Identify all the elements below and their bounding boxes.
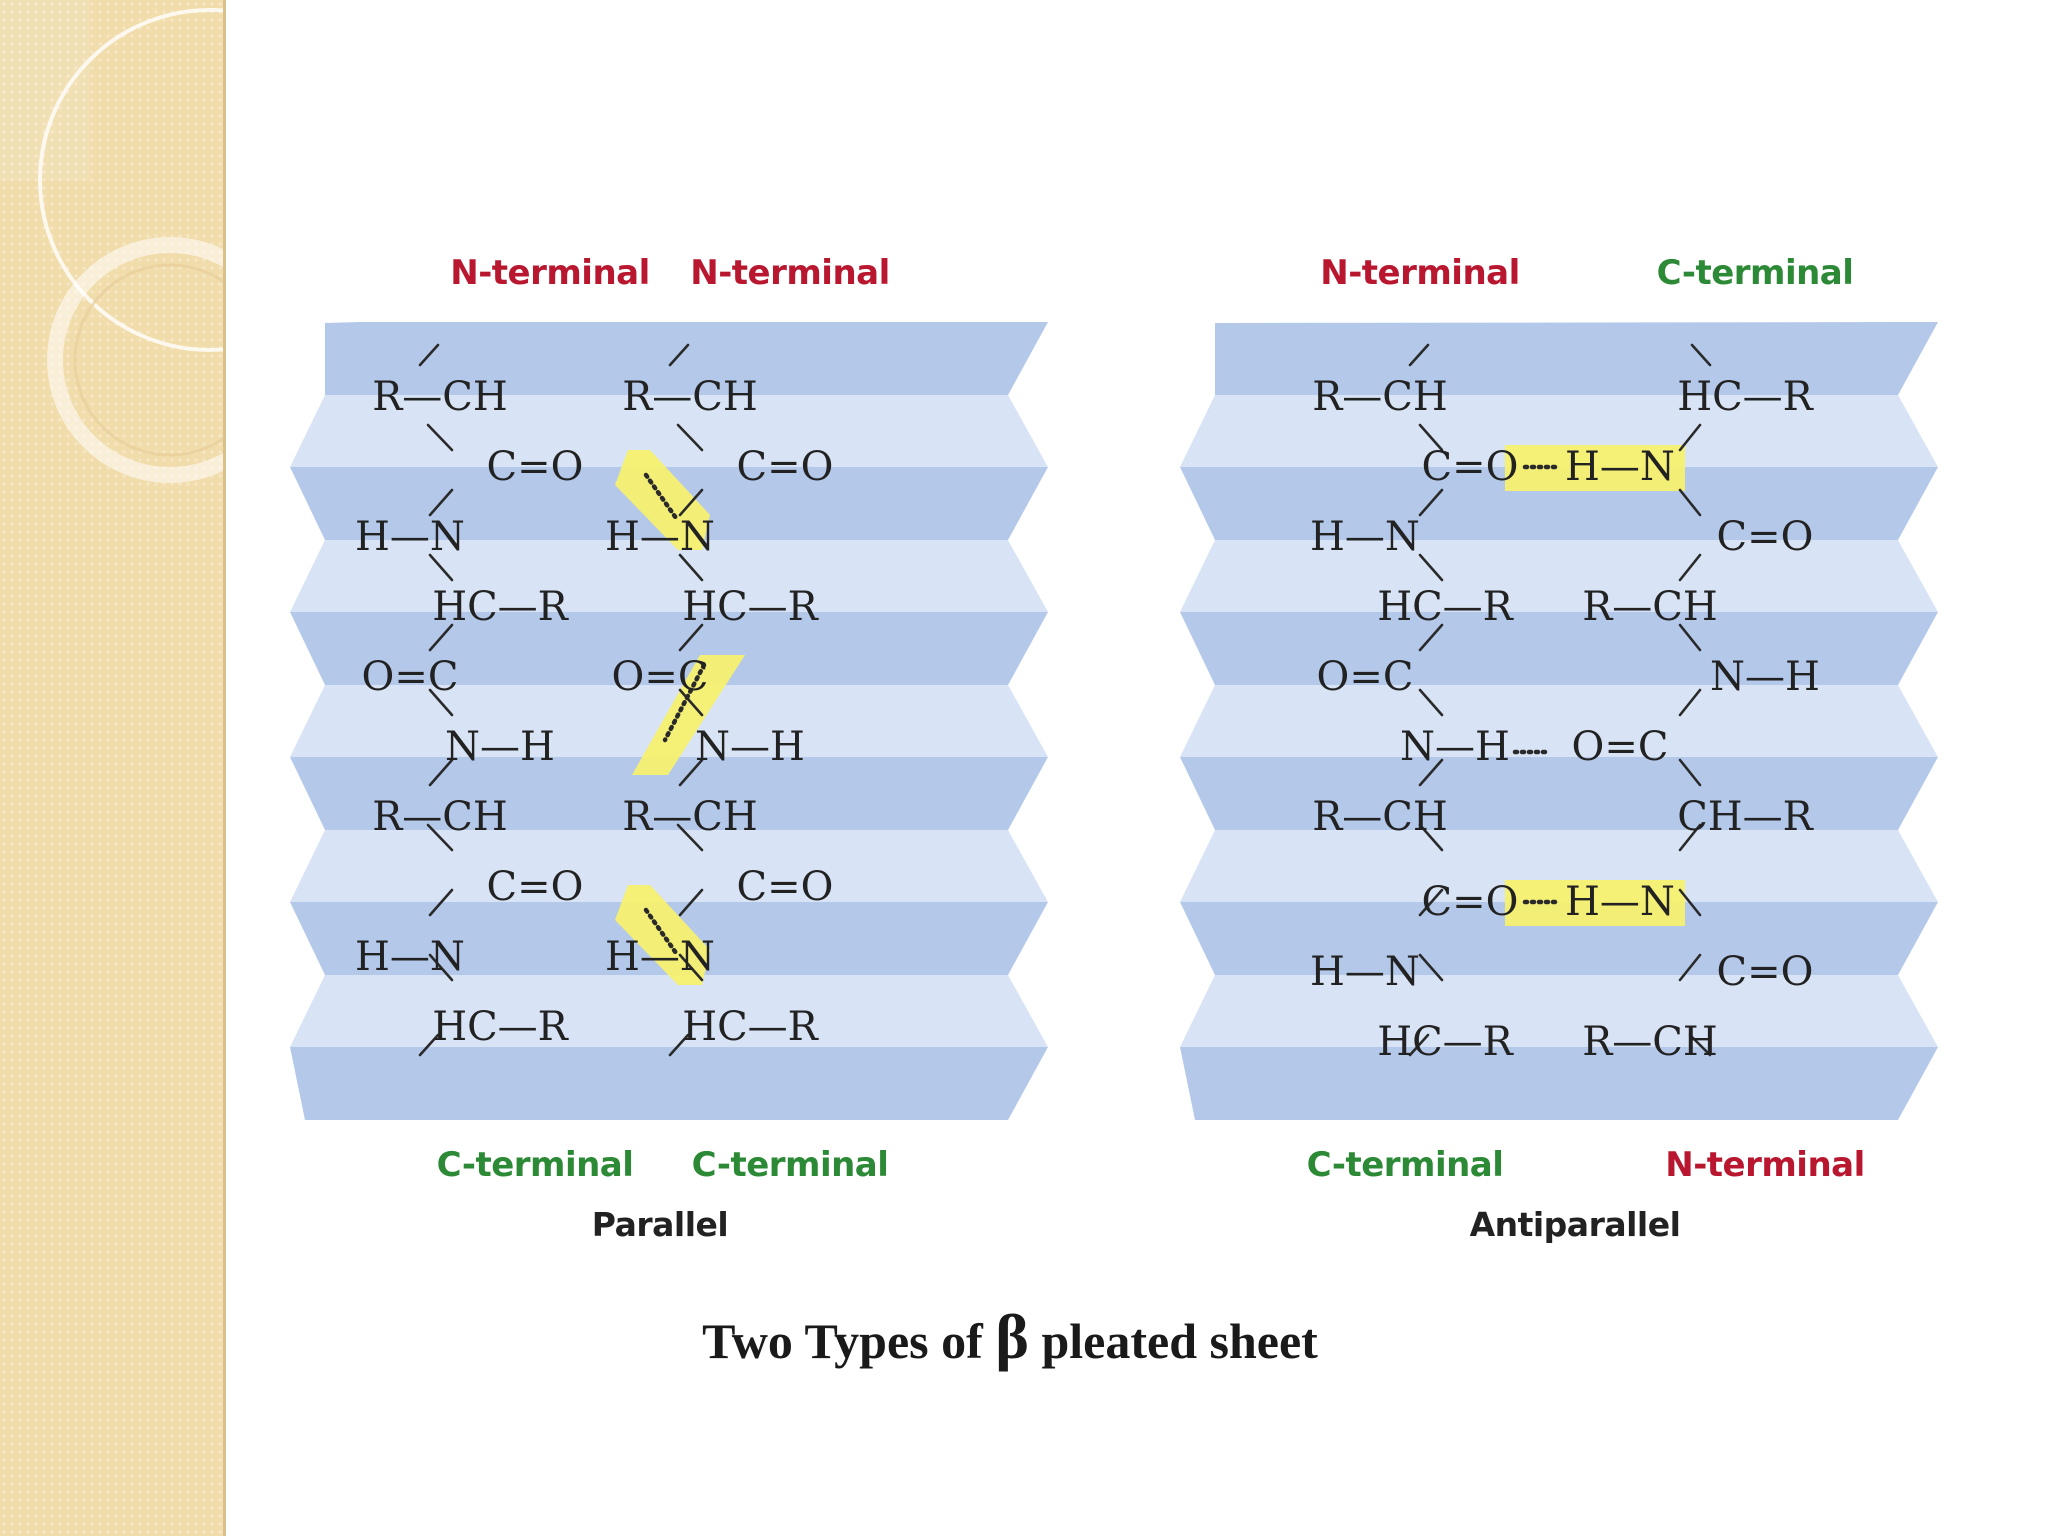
- left-strand-atom: C=O: [487, 864, 584, 910]
- right-strand-atom: R—CH: [1582, 1019, 1718, 1065]
- left-strand-atom: C=O: [1422, 444, 1519, 490]
- antiparallel-sheet-diagram: R—CH C=O H—N HC—R O=C N—H R—CH C=O H—N H…: [1180, 322, 1938, 1120]
- slide-caption-before: Two Types of: [702, 1313, 983, 1369]
- pleated-sheet-background: [1180, 322, 1938, 1120]
- left-strand-atom: R—CH: [372, 374, 508, 420]
- antiparallel-bottom-right-terminal: N-terminal: [1665, 1145, 1865, 1185]
- antiparallel-left-strand: R—CH C=O H—N HC—R O=C N—H R—CH C=O H—N H…: [1310, 374, 1518, 1065]
- decorative-side-strip: [0, 0, 226, 1536]
- right-strand-atom: HC—R: [1677, 374, 1814, 420]
- right-strand-atom: N—H: [695, 724, 805, 770]
- right-strand-atom: C=O: [1717, 949, 1814, 995]
- right-strand-atom: N—H: [1710, 654, 1820, 700]
- left-strand-atom: H—N: [355, 934, 465, 980]
- left-strand-atom: R—CH: [1312, 794, 1448, 840]
- left-strand-atom: R—CH: [1312, 374, 1448, 420]
- antiparallel-top-left-terminal: N-terminal: [1320, 253, 1520, 293]
- right-strand-atom: H—N: [1565, 879, 1675, 925]
- antiparallel-caption: Antiparallel: [1469, 1205, 1681, 1244]
- left-strand-atom: H—N: [1310, 514, 1420, 560]
- right-strand-atom: O=C: [1572, 724, 1669, 770]
- left-strand-atom: HC—R: [432, 584, 569, 630]
- parallel-bottom-right-terminal: C-terminal: [691, 1145, 889, 1185]
- left-strand-atom: HC—R: [1377, 1019, 1514, 1065]
- left-strand-atom: C=O: [1422, 879, 1519, 925]
- left-strand-atom: O=C: [1317, 654, 1414, 700]
- left-strand-atom: H—N: [355, 514, 465, 560]
- left-strand-atom: R—CH: [372, 794, 508, 840]
- left-strand-atom: C=O: [487, 444, 584, 490]
- beta-symbol: β: [995, 1301, 1029, 1372]
- right-strand-atom: R—CH: [1582, 584, 1718, 630]
- pleated-sheet-background: [290, 322, 1048, 1120]
- left-strand-atom: O=C: [362, 654, 459, 700]
- parallel-caption: Parallel: [591, 1205, 729, 1244]
- right-strand-atom: H—N: [605, 934, 715, 980]
- parallel-sheet-panel: N-terminal N-terminal: [290, 235, 1070, 1260]
- parallel-bonds: [418, 343, 707, 1057]
- right-strand-atom: H—N: [1565, 444, 1675, 490]
- right-strand-atom: R—CH: [622, 794, 758, 840]
- antiparallel-sheet-panel: N-terminal C-terminal: [1180, 235, 1960, 1260]
- right-strand-atom: C=O: [737, 864, 834, 910]
- left-strand-atom: HC—R: [432, 1004, 569, 1050]
- antiparallel-bottom-left-terminal: C-terminal: [1306, 1145, 1504, 1185]
- parallel-top-right-terminal: N-terminal: [690, 253, 890, 293]
- parallel-bottom-left-terminal: C-terminal: [436, 1145, 634, 1185]
- left-strand-atom: H—N: [1310, 949, 1420, 995]
- left-strand-atom: N—H: [1400, 724, 1510, 770]
- parallel-top-left-terminal: N-terminal: [450, 253, 650, 293]
- parallel-right-strand: R—CH C=O H—N HC—R O=C N—H R—CH C=O H—N H…: [605, 374, 833, 1050]
- right-strand-atom: HC—R: [682, 584, 819, 630]
- antiparallel-bonds: [1408, 343, 1712, 1057]
- antiparallel-right-strand: HC—R H—N C=O R—CH N—H O=C CH—R H—N C=O R…: [1565, 374, 1820, 1065]
- right-strand-atom: H—N: [605, 514, 715, 560]
- hydrogen-bond-highlights: [1505, 445, 1685, 926]
- slide-caption-after: pleated sheet: [1041, 1313, 1318, 1369]
- right-strand-atom: CH—R: [1677, 794, 1814, 840]
- hydrogen-bond-dots: [1512, 464, 1563, 905]
- parallel-left-strand: R—CH C=O H—N HC—R O=C N—H R—CH C=O H—N H…: [355, 374, 583, 1050]
- right-strand-atom: C=O: [737, 444, 834, 490]
- parallel-sheet-diagram: R—CH C=O H—N HC—R O=C N—H R—CH C=O H—N H…: [290, 322, 1048, 1120]
- right-strand-atom: O=C: [612, 654, 709, 700]
- right-strand-atom: R—CH: [622, 374, 758, 420]
- slide-caption: Two Types of β pleated sheet: [560, 1300, 1460, 1374]
- right-strand-atom: C=O: [1717, 514, 1814, 560]
- antiparallel-top-right-terminal: C-terminal: [1656, 253, 1854, 293]
- left-strand-atom: HC—R: [1377, 584, 1514, 630]
- left-strand-atom: N—H: [445, 724, 555, 770]
- decorative-rings: [0, 0, 226, 483]
- right-strand-atom: HC—R: [682, 1004, 819, 1050]
